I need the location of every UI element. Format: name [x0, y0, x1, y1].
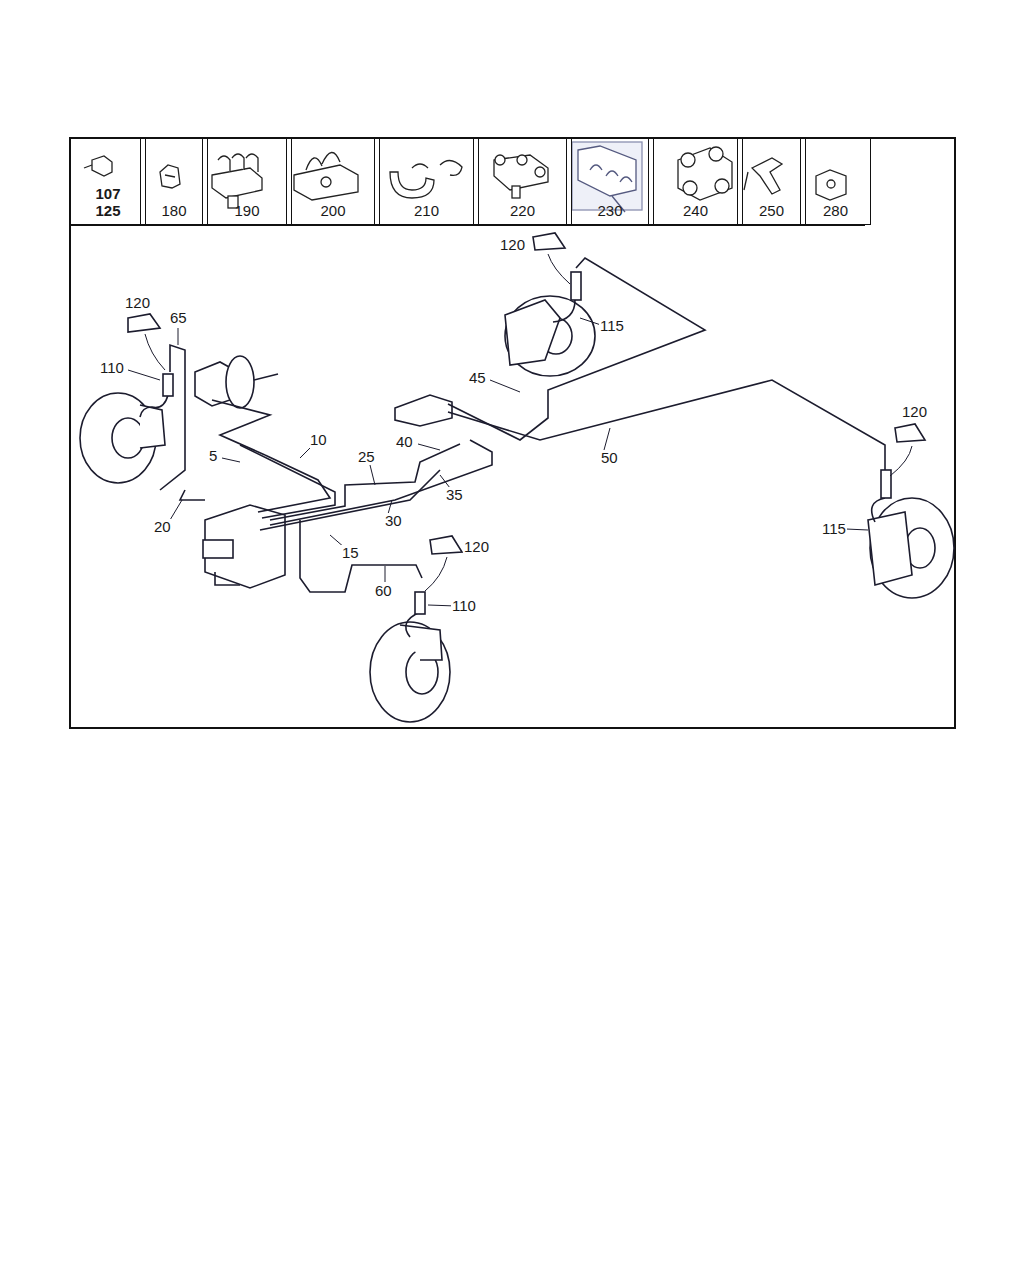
cell-text-group: 240: [649, 203, 742, 219]
callout-number: 50: [600, 450, 619, 466]
callout-number: 65: [169, 310, 188, 326]
part-number: 125: [71, 202, 145, 219]
callout-number: 120: [124, 295, 151, 311]
part-number: 107: [71, 185, 145, 202]
cell-text-group: 210: [375, 203, 478, 219]
callout-number: 110: [99, 360, 125, 376]
part-cell: 280: [800, 138, 871, 225]
part-cell: 250: [737, 138, 806, 225]
part-cell: 107125: [70, 138, 146, 225]
leader-lines: [128, 254, 912, 606]
callout-number: 120: [901, 404, 928, 420]
callout-number: 110: [451, 598, 477, 614]
part-number: 210: [375, 203, 478, 219]
cell-text-group: 200: [287, 203, 379, 219]
callout-number: 60: [374, 583, 393, 599]
part-cell: 180: [140, 138, 208, 225]
callout-number: 25: [357, 449, 376, 465]
cell-text-group: 180: [141, 203, 207, 219]
callout-number: 120: [463, 539, 490, 555]
part-number: 250: [738, 203, 805, 219]
part-number: 280: [801, 203, 870, 219]
part-cell: 220: [473, 138, 572, 225]
callout-number: 45: [468, 370, 487, 386]
callout-number: 10: [309, 432, 328, 448]
part-cell: 240: [648, 138, 743, 225]
callout-number: 115: [599, 318, 625, 334]
callout-number: 15: [341, 545, 360, 561]
part-number: 200: [287, 203, 379, 219]
part-cell: 210: [374, 138, 479, 225]
part-number: 190: [203, 203, 291, 219]
part-number: 240: [649, 203, 742, 219]
part-number: 230: [567, 203, 653, 219]
cell-text-group: 190: [203, 203, 291, 219]
clip-icons: [84, 142, 846, 212]
callout-number: 120: [499, 237, 526, 253]
part-number: 180: [141, 203, 207, 219]
callout-number: 20: [153, 519, 172, 535]
cell-text-group: 230: [567, 203, 653, 219]
cell-text-group: 107125: [71, 185, 145, 219]
part-cell: 230: [566, 138, 654, 225]
brake-system: [80, 233, 954, 722]
cell-text-group: 280: [801, 203, 870, 219]
callout-number: 40: [395, 434, 414, 450]
main-frame: [70, 138, 955, 728]
cell-text-group: 220: [474, 203, 571, 219]
part-cell: 200: [286, 138, 380, 225]
cell-text-group: 250: [738, 203, 805, 219]
part-cell: 190: [202, 138, 292, 225]
callout-number: 35: [445, 487, 464, 503]
callout-number: 30: [384, 513, 403, 529]
callout-number: 5: [208, 448, 218, 464]
callout-number: 115: [821, 521, 847, 537]
part-number: 220: [474, 203, 571, 219]
